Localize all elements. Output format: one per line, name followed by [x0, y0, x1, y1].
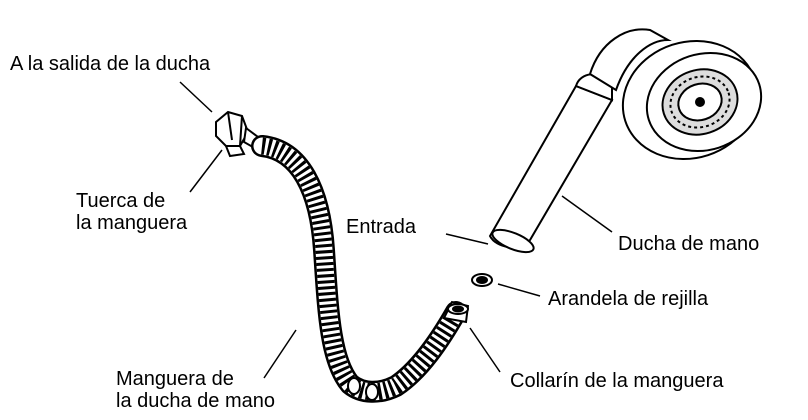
leader-hose-collar — [470, 328, 500, 372]
handshower-hose-part — [262, 146, 456, 392]
leader-inlet — [446, 234, 488, 244]
label-screen-washer: Arandela de rejilla — [548, 288, 708, 310]
screen-washer-part — [472, 274, 492, 286]
leader-handshower — [562, 196, 612, 232]
label-inlet: Entrada — [346, 216, 416, 238]
leader-hose-nut — [190, 150, 222, 192]
label-hose-collar: Collarín de la manguera — [510, 370, 723, 392]
leader-outlet — [180, 82, 212, 112]
leader-screen-washer — [498, 284, 540, 296]
label-handshower: Ducha de mano — [618, 233, 759, 255]
handshower-part — [490, 24, 774, 257]
label-shower-outlet: A la salida de la ducha — [10, 53, 210, 75]
label-handshower-hose: Manguera de la ducha de mano — [116, 368, 275, 412]
label-hose-nut: Tuerca de la manguera — [76, 190, 187, 234]
